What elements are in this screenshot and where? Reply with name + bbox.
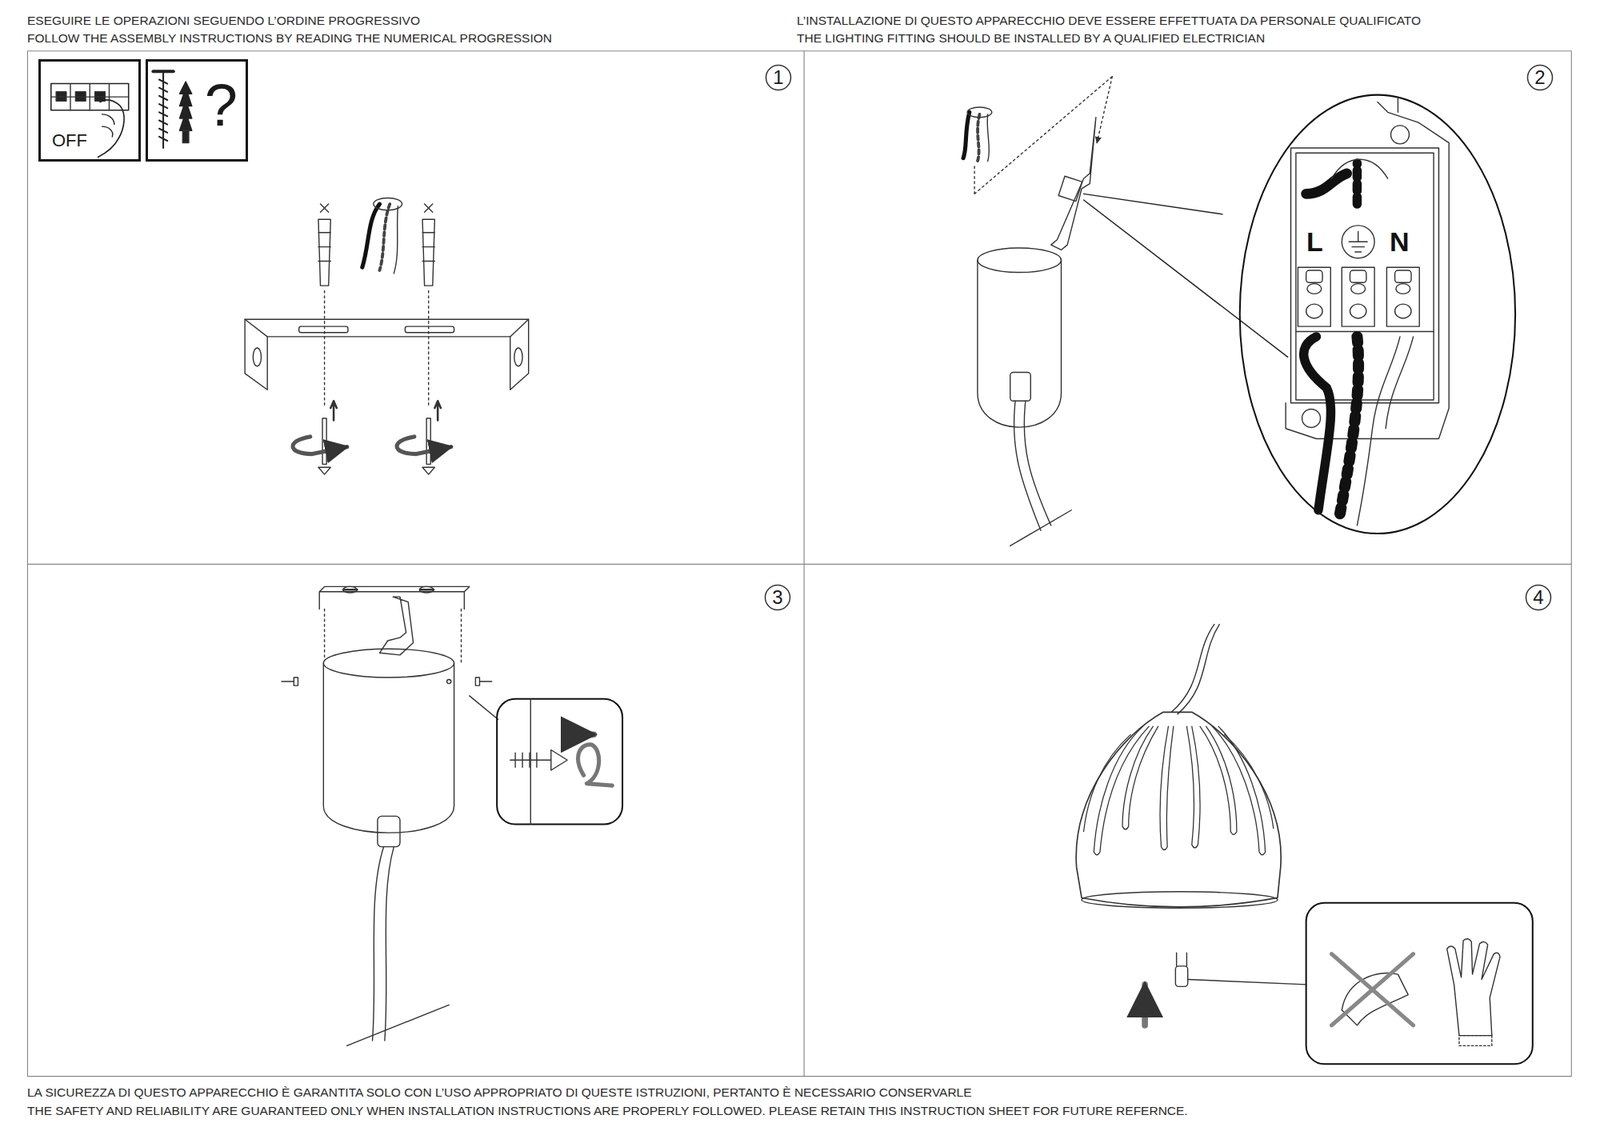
instruction-text: LA SICUREZZA DI QUESTO APPARECCHIO È GAR… (27, 1086, 972, 1100)
icon-text: ? (204, 76, 238, 136)
instruction-text: THE LIGHTING FITTING SHOULD BE INSTALLED… (796, 32, 1265, 45)
step-number: 1 (764, 64, 792, 92)
step-number-text: 2 (1534, 68, 1545, 88)
fixings-icon: ? (145, 59, 248, 162)
terminal-label: L (1306, 228, 1324, 256)
step-number-text: 1 (772, 68, 784, 88)
instruction-text: THE SAFETY AND RELIABILITY ARE GUARANTEE… (27, 1104, 1188, 1118)
instruction-text: L’INSTALLAZIONE DI QUESTO APPARECCHIO DE… (796, 14, 1421, 28)
terminal-label: N (1389, 228, 1410, 256)
step-number: 3 (764, 584, 792, 612)
icon-text: OFF (52, 132, 88, 150)
instruction-text: FOLLOW THE ASSEMBLY INSTRUCTIONS BY READ… (27, 32, 552, 45)
step-number: 2 (1526, 64, 1554, 92)
power-off-icon: OFF (38, 59, 141, 162)
step-number-text: 4 (1532, 588, 1544, 608)
step-number-text: 3 (772, 588, 783, 608)
step-number: 4 (1524, 584, 1552, 612)
instruction-text: ESEGUIRE LE OPERAZIONI SEGUENDO L’ORDINE… (27, 14, 420, 28)
